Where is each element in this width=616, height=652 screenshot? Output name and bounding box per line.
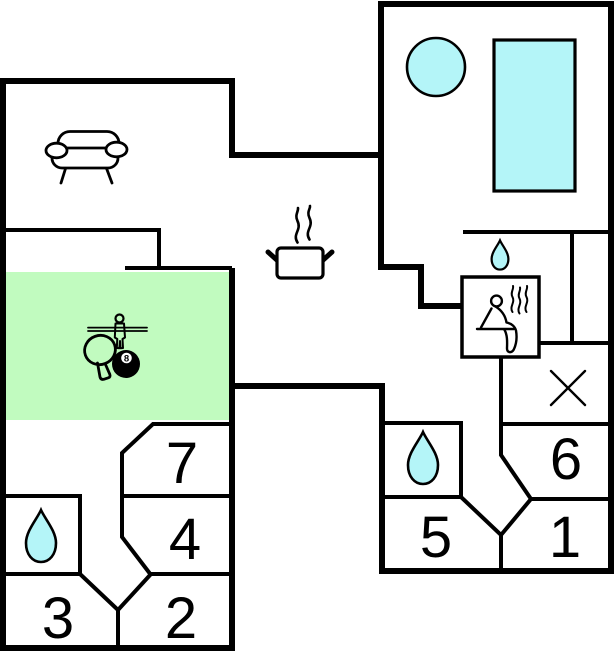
pool-icon [492,38,577,193]
steam-icon [306,204,312,241]
outer-wall-left-building [0,78,235,651]
room-label-4: 4 [169,507,201,572]
eight-ball-icon: 8 [112,350,140,378]
room-label-6: 6 [550,427,582,492]
table-tennis-paddle-icon [83,333,117,381]
pot-body [275,246,325,280]
outer-wall-entry-step [378,152,462,309]
steam-icon [517,286,522,315]
steam-icon [510,285,515,313]
interior-walls-rooms-3-2-shower [3,494,153,648]
water-drop-icon [406,428,440,486]
steam-icon [524,285,529,313]
water-drop-icon [24,506,58,564]
hot-tub-icon [405,36,467,98]
foosball-bar [87,326,148,332]
eight-ball-number: 8 [124,353,129,364]
sofa-icon [44,130,129,185]
water-drop-icon [490,237,510,271]
sofa-armrest [104,140,129,159]
foosball-player-body [113,322,126,350]
room-label-5: 5 [420,505,452,570]
interior-walls-rooms-6-x-sauna-area [463,230,611,501]
foosball-player-icon [87,313,148,350]
room-label-2: 2 [165,586,197,651]
room-label-1: 1 [549,505,581,570]
steam-icon [294,206,300,244]
room-label-3: 3 [42,586,74,651]
sofa-armrest [44,141,69,160]
cooking-pot-icon [265,204,335,280]
sauna-person-body [479,305,518,354]
paddle-handle [96,361,112,381]
eight-ball-circle [121,352,132,364]
interior-walls-rooms-7-4 [120,422,233,577]
eight-ball [112,350,140,378]
interior-walls-rooms-5-1-shower [382,421,533,571]
room-label-7: 7 [166,431,198,496]
outer-wall-right-building [229,1,614,574]
sauna-icon [460,275,541,359]
x-marker-icon [549,369,587,407]
sofa-legs [59,165,114,185]
interior-walls-living [3,228,232,270]
